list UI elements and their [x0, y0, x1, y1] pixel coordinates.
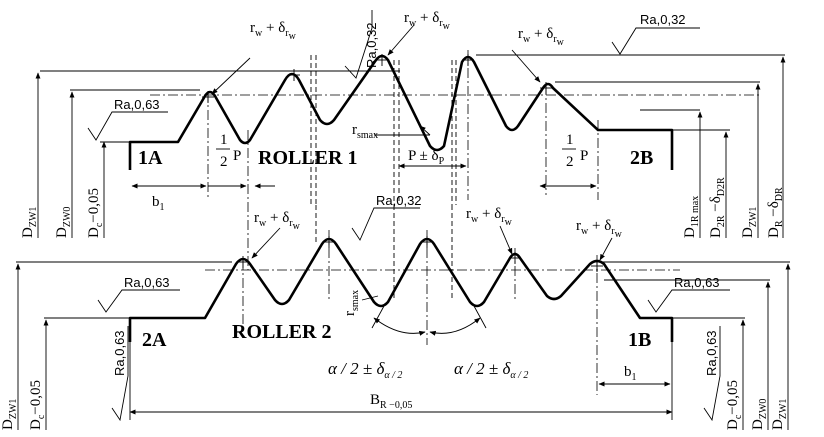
r2-b1-label: b1 [624, 364, 637, 383]
r2-ra-032: Ra,0,32 [376, 193, 422, 208]
roller1-profile [128, 54, 674, 170]
r1-rw-label-1: rw + δrw [250, 20, 297, 42]
r2-leader-rsmax [361, 295, 379, 301]
r1-b1-label: b1 [152, 194, 165, 213]
r2-dzw1-right-label: DZW1 [770, 399, 789, 430]
r2-ra-063-left: Ra,0,63 [124, 275, 170, 290]
r2-leader-rw-2 [499, 225, 513, 255]
r2-dc-left-label: Dc−0,05 [28, 380, 47, 430]
r2-angle-arc-right [429, 317, 481, 336]
r2-ra-063-left-v: Ra,0,63 [112, 330, 127, 376]
r2-roughness-063-right [647, 289, 730, 313]
r2-width-label: BR −0,05 [370, 392, 412, 411]
r2-end-left-label: 2A [142, 329, 167, 351]
r1-roughness-032-a [344, 10, 373, 79]
r1-rsmax-label: rsmax [352, 122, 378, 141]
r1-crosshairs [202, 54, 552, 103]
r1-leader-rw-1 [211, 57, 251, 95]
r2-angle-label-right: α / 2 ± δα / 2 [454, 359, 528, 381]
r1-leader-rw-3 [511, 49, 541, 83]
roller2-profile [128, 237, 674, 342]
r2-dc-right-label: Dc−0,05 [725, 380, 744, 430]
r1-roughness-032-b [611, 27, 700, 55]
r2-angle-ext-1 [371, 305, 385, 329]
r2-rw-label-3: rw + δrw [576, 218, 623, 240]
r1-d2r-label: D2R −δD2R [708, 177, 727, 238]
svg-text:1: 1 [220, 132, 228, 148]
roller1-name: ROLLER 1 [258, 147, 357, 169]
r1-ra-032-b: Ra,0,32 [640, 12, 686, 27]
r1-end-right-label: 2B [630, 147, 653, 169]
r2-leader-rw-1 [251, 227, 281, 259]
r1-dzw1-left-label: DZW1 [20, 207, 39, 238]
r1-roughness-063 [87, 111, 168, 141]
r1-dr-label: DR −δDR [766, 187, 785, 238]
r1-ra-032-a: Ra,0,32 [364, 22, 379, 68]
r1-leader-rsmax-b [419, 125, 431, 136]
svg-text:P: P [580, 148, 588, 164]
r2-rw-label-2: rw + δrw [466, 206, 513, 228]
r1-end-left-label: 1A [138, 147, 163, 169]
r1-dc-left-label: Dc−0,05 [86, 188, 105, 238]
r1-leader-rw-2 [387, 24, 415, 56]
svg-text:P: P [233, 148, 241, 164]
r1-ra-063: Ra,0,63 [114, 97, 160, 112]
r2-ra-063-right-v: Ra,0,63 [704, 330, 719, 376]
r1-half-pitch-right: 1 2 P [562, 132, 588, 170]
r1-d1r-label: D1R max [682, 196, 701, 238]
svg-text:2: 2 [566, 154, 574, 170]
roller2-name: ROLLER 2 [232, 321, 331, 343]
r2-angle-ext-2 [473, 305, 487, 329]
r2-ra-063-right: Ra,0,63 [674, 275, 720, 290]
r2-roughness-063-right-v [703, 326, 721, 422]
r1-pitch-label: P ± δP [408, 148, 445, 167]
r1-dzw0-left-label: DZW0 [54, 207, 73, 238]
r2-crosshairs [237, 236, 603, 272]
r1-half-pitch-left: 1 2 P [216, 132, 241, 170]
r2-leader-rw-3 [599, 237, 613, 261]
r2-rsmax-label: rsmax [342, 290, 361, 316]
svg-text:2: 2 [220, 154, 228, 170]
r2-angle-arc-left [373, 317, 426, 336]
r1-rw-label-2: rw + δrw [404, 10, 451, 32]
roller2-group [15, 205, 791, 430]
roller1-group [35, 10, 786, 270]
r2-roughness-063-left-v [111, 326, 129, 422]
r2-angle-label-left: α / 2 ± δα / 2 [328, 359, 402, 381]
r2-dzw1-left-label: DZW1 [0, 399, 19, 430]
r1-rw-label-3: rw + δrw [518, 26, 565, 48]
r2-dzw0-right-label: DZW0 [750, 399, 769, 430]
r2-rw-label-1: rw + δrw [254, 210, 301, 232]
r2-roughness-032 [351, 207, 420, 241]
r2-roughness-063-left [97, 289, 180, 313]
svg-text:1: 1 [566, 132, 574, 148]
r1-dzw1-right-label: DZW1 [740, 207, 759, 238]
r2-end-right-label: 1B [628, 329, 651, 351]
